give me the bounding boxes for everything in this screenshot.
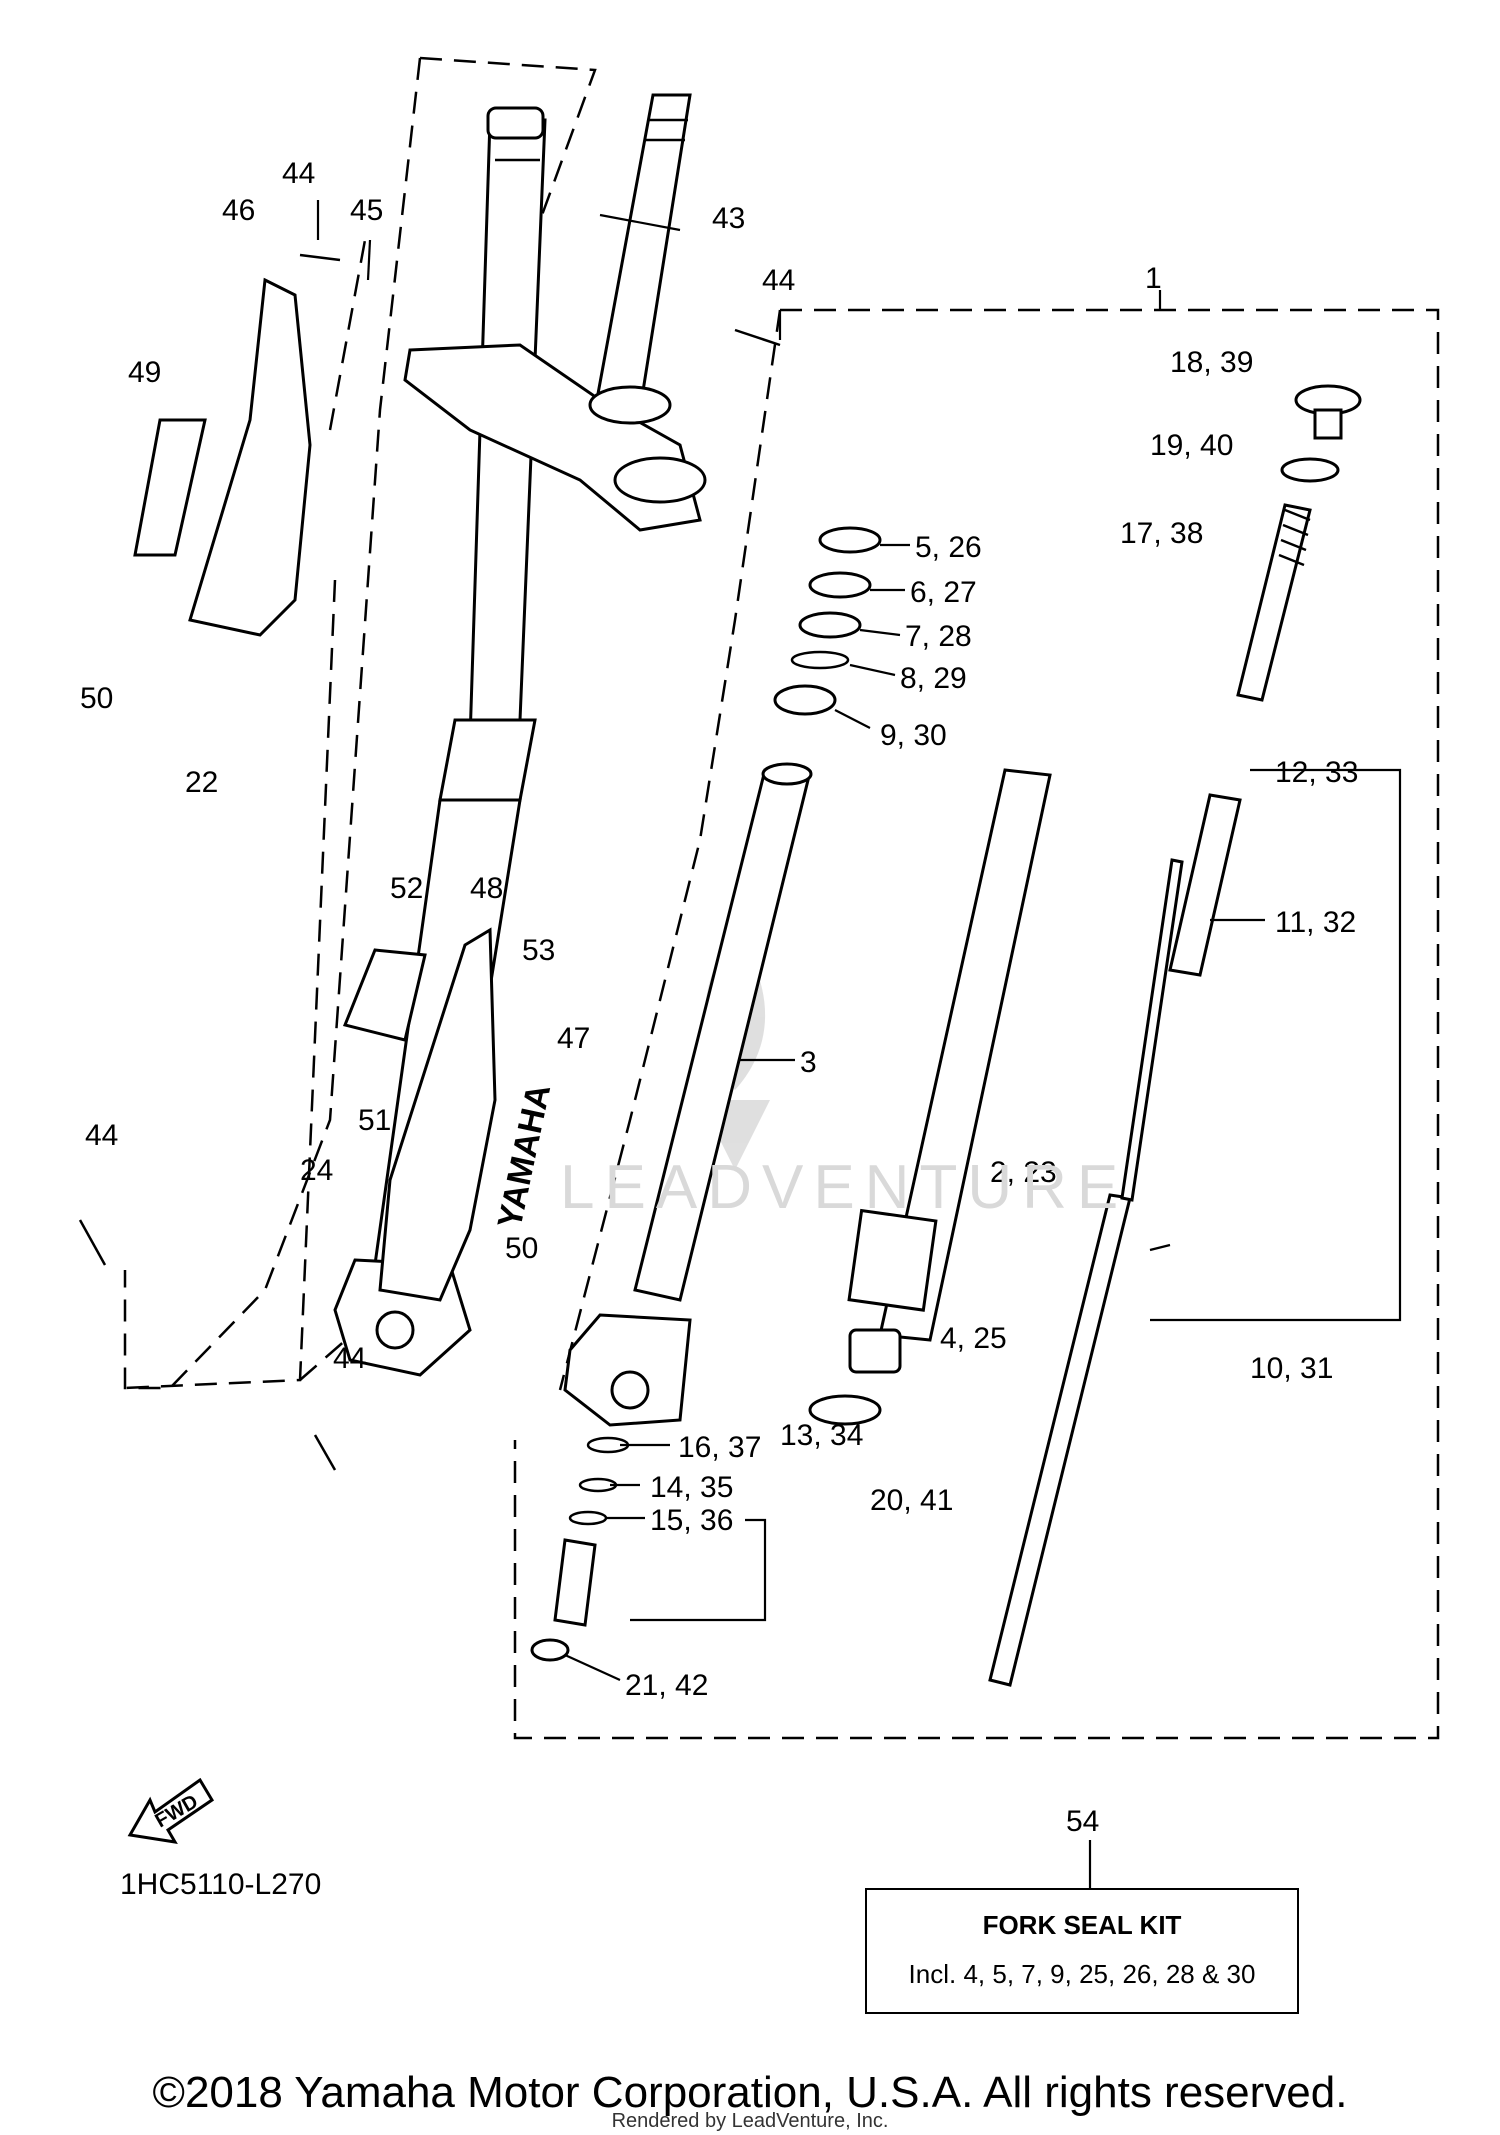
callout-16: 16, 37 [678, 1431, 761, 1464]
callout-53: 53 [522, 934, 555, 967]
fwd-arrow-icon: FWD [127, 1777, 215, 1844]
callout-2: 2, 23 [990, 1156, 1057, 1189]
rod-11 [1168, 793, 1242, 977]
callout-14: 14, 35 [650, 1471, 733, 1504]
fork-guard-46 [188, 277, 312, 637]
callout-3: 3 [800, 1046, 817, 1079]
callout-6: 6, 27 [910, 576, 977, 609]
callout-10: 10, 31 [1250, 1352, 1333, 1385]
callout-52: 52 [390, 872, 423, 905]
callout-5: 5, 26 [915, 531, 982, 564]
base-valve-13 [530, 1436, 630, 1662]
steering-stem-43 [593, 93, 692, 412]
callout-11: 11, 32 [1275, 906, 1356, 939]
callout-22: 22 [185, 766, 218, 799]
callout-15: 15, 36 [650, 1504, 733, 1537]
rendered-by-notice: Rendered by LeadVenture, Inc. [611, 2110, 889, 2132]
callout-21: 21, 42 [625, 1669, 708, 1702]
callout-43: 43 [712, 202, 745, 235]
callout-1: 1 [1145, 262, 1162, 295]
bolts-44 [78, 253, 781, 1471]
inner-tube-3 [633, 762, 813, 1302]
kit-title: FORK SEAL KIT [982, 1910, 1182, 1940]
callout-19: 19, 40 [1150, 429, 1233, 462]
callout-4: 4, 25 [940, 1322, 1007, 1355]
callout-50-left: 50 [80, 682, 113, 715]
spring-17 [1236, 503, 1312, 702]
callout-49: 49 [128, 356, 161, 389]
callout-46: 46 [222, 194, 255, 227]
diagram-code: 1HC5110-L270 [120, 1868, 322, 1901]
callout-13: 13, 34 [780, 1419, 863, 1452]
callout-18: 18, 39 [1170, 346, 1253, 379]
callout-9: 9, 30 [880, 719, 947, 752]
callout-44-top-right: 44 [762, 264, 795, 297]
decal-49 [133, 418, 207, 557]
kit-callout-54: 54 [1066, 1805, 1100, 1838]
fork-seal-kit-box: FORK SEAL KIT Incl. 4, 5, 7, 9, 25, 26, … [865, 1888, 1299, 2014]
bushings-4-20 [808, 1328, 902, 1426]
callout-24: 24 [300, 1154, 333, 1187]
cartridge-2 [847, 768, 1052, 1342]
callout-20: 20, 41 [870, 1484, 953, 1517]
kit-includes: Incl. 4, 5, 7, 9, 25, 26, 28 & 30 [908, 1959, 1256, 1989]
callout-51: 51 [358, 1104, 391, 1137]
damper-rod-10 [988, 858, 1184, 1687]
callout-17: 17, 38 [1120, 517, 1203, 550]
callout-47: 47 [557, 1022, 590, 1055]
callout-12: 12, 33 [1275, 756, 1358, 789]
seals-5-9 [773, 526, 882, 716]
lower-triple-clamp [403, 343, 707, 532]
watermark-text: LEADVENTURE [560, 1153, 1129, 1222]
callout-48: 48 [470, 872, 503, 905]
group-outlines [123, 56, 1440, 1740]
leader-lines [316, 200, 1402, 1888]
callout-50-right: 50 [505, 1232, 538, 1265]
fork-guard-mount-52 [342, 948, 427, 1042]
cap-bolt-18 [1294, 384, 1362, 440]
callout-44-top-left: 44 [282, 157, 315, 190]
washer-19 [1280, 457, 1340, 483]
callout-44-bottom: 44 [333, 1342, 366, 1375]
callout-45: 45 [350, 194, 383, 227]
axle-bracket-right [563, 1313, 692, 1427]
yamaha-decal-text: YAMAHA [491, 1081, 559, 1232]
callout-44-bottom-left: 44 [85, 1119, 118, 1152]
lower-fork-guard-48 [378, 927, 497, 1302]
callout-7: 7, 28 [905, 620, 972, 653]
callout-8: 8, 29 [900, 662, 967, 695]
copyright-notice: ©2018 Yamaha Motor Corporation, U.S.A. A… [152, 2068, 1348, 2117]
